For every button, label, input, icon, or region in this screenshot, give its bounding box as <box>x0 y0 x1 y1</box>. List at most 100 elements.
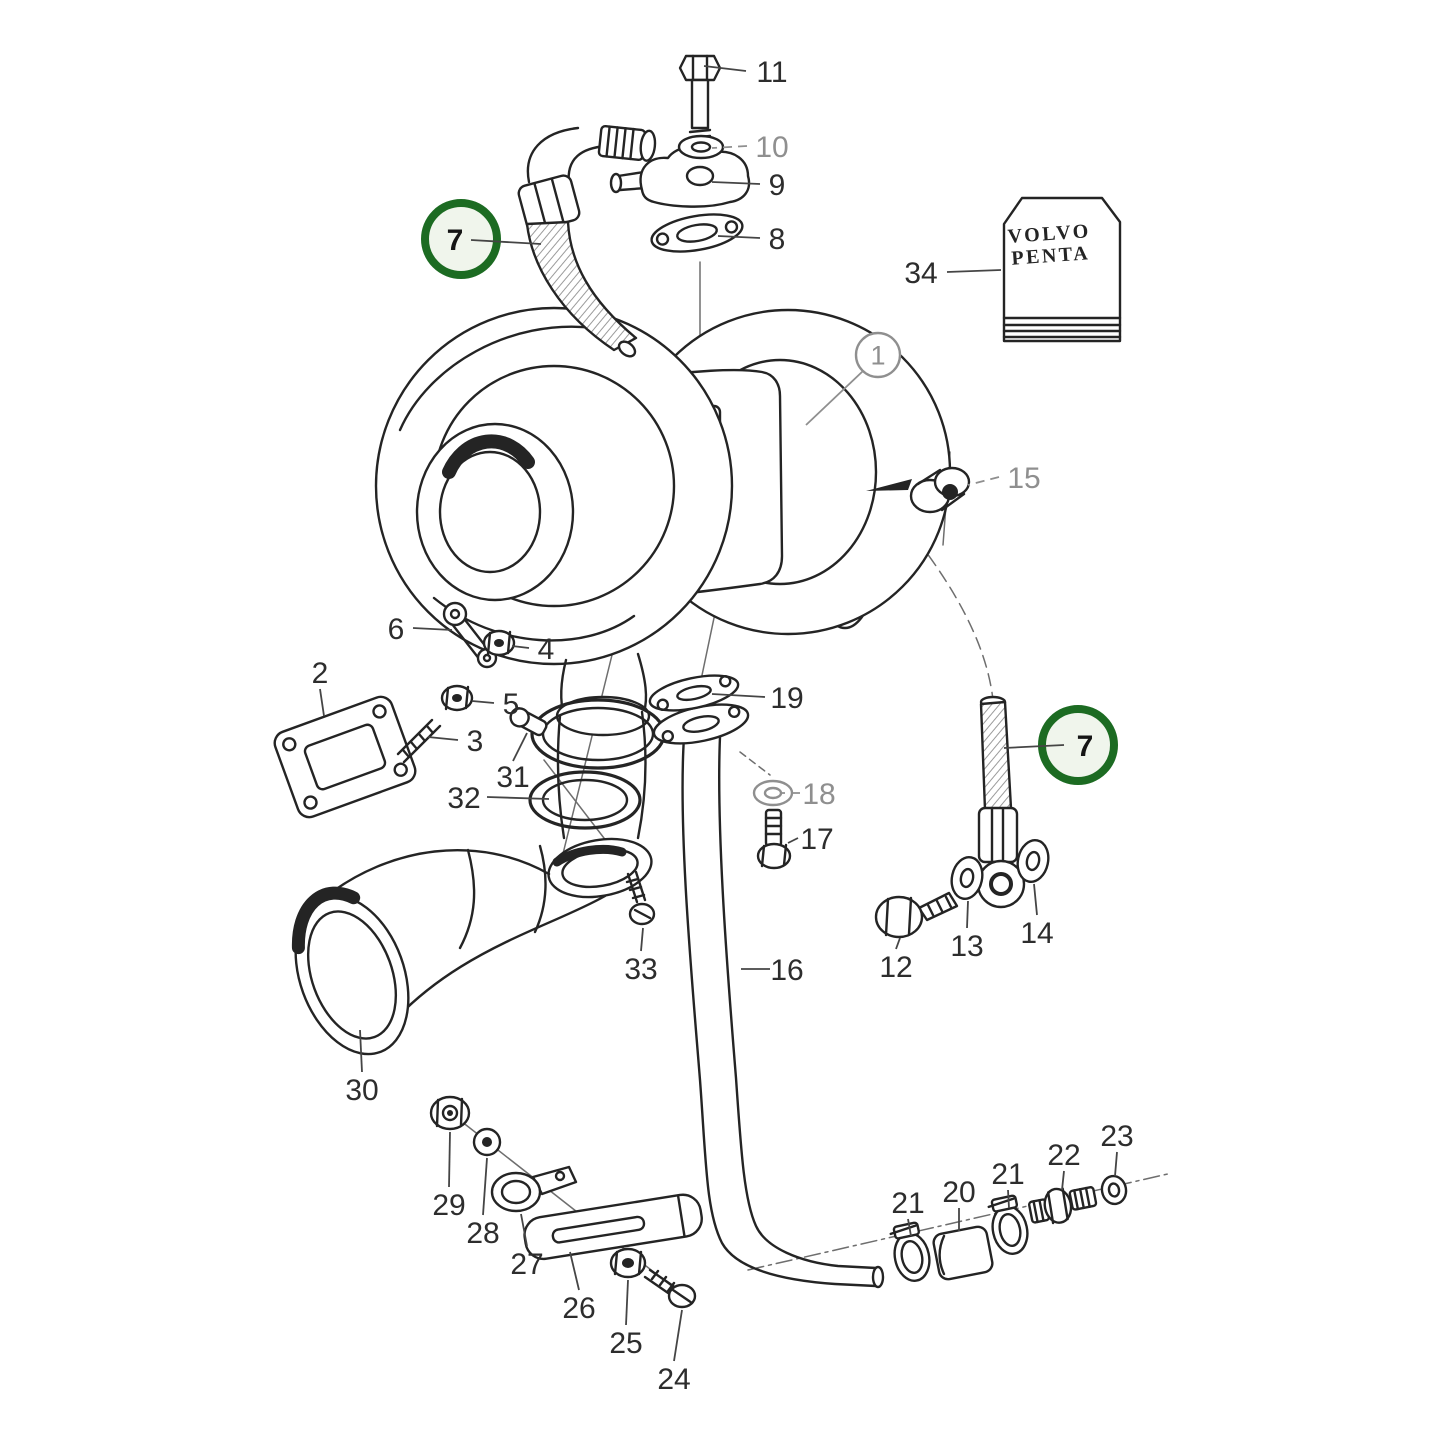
leader-line <box>412 627 453 631</box>
part-label-7-left[interactable]: 7 <box>421 199 542 279</box>
washer-28 <box>472 1127 502 1157</box>
leader-line <box>895 937 901 950</box>
washer-18 <box>752 779 794 807</box>
part-number: 29 <box>432 1189 465 1222</box>
part-number: 19 <box>770 682 803 715</box>
part-number: 30 <box>345 1074 378 1107</box>
leader-line <box>1114 1151 1118 1177</box>
turbocharger-body <box>374 306 952 737</box>
part-number: 13 <box>950 930 983 963</box>
part-label-27: 27 <box>510 1213 544 1281</box>
part-label-22: 22 <box>1047 1139 1081 1191</box>
leader-line <box>640 927 644 952</box>
highlight-ring <box>421 199 501 279</box>
leader-line <box>470 239 542 245</box>
part-label-33: 33 <box>624 927 658 986</box>
part-label-4: 4 <box>511 633 555 666</box>
part-label-8: 8 <box>717 223 786 256</box>
part-label-19: 19 <box>711 682 804 715</box>
part-number: 2 <box>312 657 329 690</box>
fitting-15 <box>866 466 971 514</box>
washer-13 <box>950 856 984 900</box>
oil-return-hose <box>976 695 1026 909</box>
oil-supply-hose <box>517 124 657 358</box>
part-label-20: 20 <box>942 1176 976 1231</box>
part-number: 11 <box>756 56 787 89</box>
leader-line <box>966 900 969 929</box>
part-label-21-left: 21 <box>891 1187 925 1237</box>
hose-clamp-21-left <box>889 1221 931 1282</box>
part-number: 24 <box>657 1363 690 1396</box>
leader-line <box>520 1213 528 1247</box>
gasket-2 <box>273 695 417 819</box>
leader-line <box>486 796 550 800</box>
drain-pipe-flange <box>652 703 750 745</box>
leader-line <box>1003 744 1065 749</box>
leader-line <box>1061 1170 1065 1191</box>
part-number: 9 <box>769 169 786 202</box>
leader-line <box>1007 1189 1010 1209</box>
leader-line <box>711 693 766 698</box>
screw-24 <box>643 1268 697 1309</box>
nut-29 <box>429 1095 471 1131</box>
part-label-24: 24 <box>657 1309 691 1396</box>
part-number: 7 <box>447 224 464 257</box>
part-label-17: 17 <box>787 823 834 856</box>
leader-line <box>427 736 459 741</box>
leader-line <box>787 837 799 844</box>
screw-33 <box>625 870 656 926</box>
banjo-bolt-12 <box>874 891 959 939</box>
part-label-18: 18 <box>781 778 836 811</box>
part-number: 18 <box>802 778 835 811</box>
brand-line-2: PENTA <box>1011 242 1091 269</box>
part-number: 21 <box>891 1187 924 1220</box>
part-number: 12 <box>879 951 912 984</box>
washer-23 <box>1100 1174 1128 1206</box>
part-number: 7 <box>1077 730 1094 763</box>
leader-line <box>946 269 1002 273</box>
bolt-11 <box>678 54 722 152</box>
leader-line <box>805 370 864 426</box>
leader-line <box>711 181 761 185</box>
leader-line <box>511 645 530 649</box>
hose-clamp-21-right <box>987 1194 1029 1255</box>
banjo-fitting-9 <box>609 145 751 208</box>
part-label-1: 1 <box>805 331 902 426</box>
part-number: 26 <box>562 1292 595 1325</box>
part-number: 14 <box>1020 917 1053 950</box>
part-label-28: 28 <box>466 1157 500 1250</box>
nut-4 <box>482 629 516 657</box>
part-number: 8 <box>769 223 786 256</box>
part-number: 34 <box>904 257 937 290</box>
part-label-30: 30 <box>345 1029 379 1107</box>
part-label-3: 3 <box>427 725 483 758</box>
part-label-9: 9 <box>711 169 786 202</box>
part-number: 32 <box>447 782 480 815</box>
part-number: 33 <box>624 953 657 986</box>
leader-line <box>512 732 528 762</box>
leader-line <box>448 1131 451 1188</box>
leader-line <box>359 1029 363 1073</box>
part-number: 22 <box>1047 1139 1080 1172</box>
part-label-7-right[interactable]: 7 <box>1003 705 1118 785</box>
part-label-12: 12 <box>879 937 913 984</box>
part-number: 16 <box>770 954 803 987</box>
part-number: 25 <box>609 1327 642 1360</box>
part-label-10: 10 <box>711 131 789 164</box>
leader-line <box>1033 883 1038 916</box>
part-number: 10 <box>755 131 788 164</box>
part-label-21-right: 21 <box>991 1158 1025 1209</box>
part-label-15: 15 <box>967 462 1041 495</box>
nipple-22 <box>1027 1186 1098 1225</box>
part-label-29: 29 <box>432 1131 466 1222</box>
artwork: VOLVO PENTA <box>273 54 1173 1309</box>
part-number: 28 <box>466 1217 499 1250</box>
part-number: 4 <box>538 633 555 666</box>
part-label-31: 31 <box>496 732 530 794</box>
part-number: 17 <box>800 823 833 856</box>
leader-line <box>471 700 495 704</box>
nut-5 <box>440 684 474 712</box>
part-number: 21 <box>991 1158 1024 1191</box>
leader-line <box>711 145 748 149</box>
